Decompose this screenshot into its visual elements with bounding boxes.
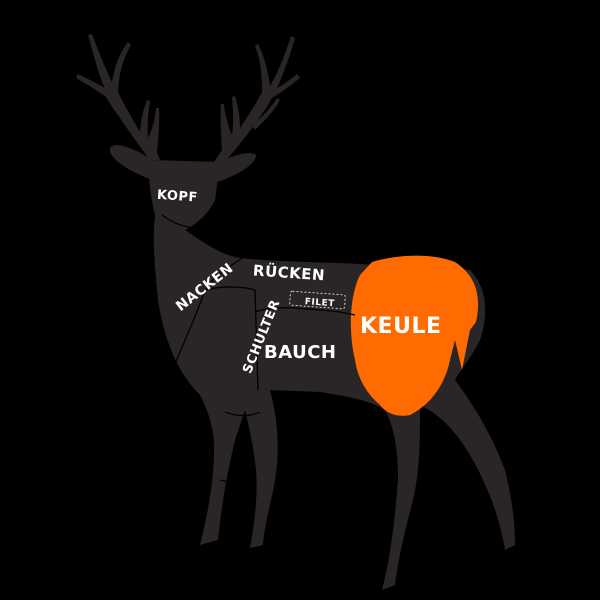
label-kopf[interactable]: KOPF bbox=[156, 188, 198, 206]
filet-outline bbox=[289, 290, 346, 310]
label-keule[interactable]: KEULE bbox=[360, 314, 442, 339]
cut-keule-region[interactable] bbox=[350, 255, 479, 416]
label-ruecken[interactable]: RÜCKEN bbox=[252, 260, 325, 284]
label-filet[interactable]: FILET bbox=[304, 297, 335, 309]
left-ear bbox=[109, 145, 160, 182]
antlers bbox=[76, 34, 300, 165]
cut-lines bbox=[161, 214, 356, 483]
right-ear bbox=[210, 153, 256, 184]
label-bauch[interactable]: BAUCH bbox=[264, 342, 337, 363]
